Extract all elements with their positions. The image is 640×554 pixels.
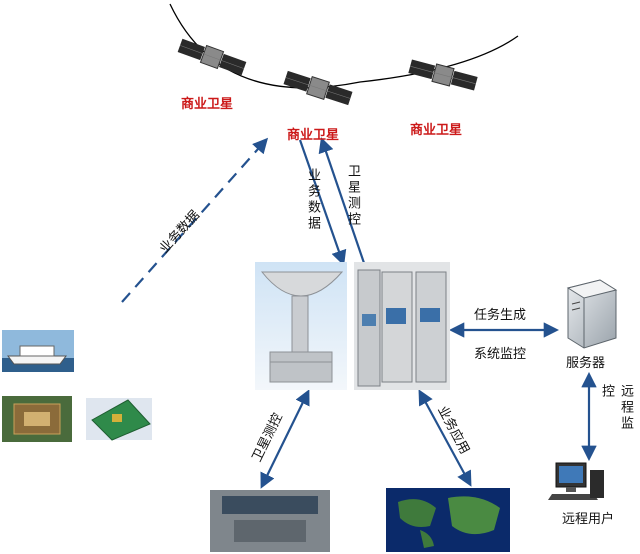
- workstation-icon: [548, 462, 604, 500]
- server-icon: [566, 279, 618, 349]
- business-data-vertical-label: 业务数据: [305, 168, 320, 232]
- satellite-label-center: 商业卫星: [287, 128, 340, 143]
- antenna-photo: [255, 262, 347, 390]
- control-room-photo: [210, 490, 330, 552]
- satellite-tmtc-vertical-label: 卫星测控: [345, 164, 360, 228]
- building-photo: [2, 396, 72, 442]
- uplink-arrow: [318, 137, 366, 264]
- remote-monitoring-label: 远程监控: [599, 384, 633, 432]
- satellite-label-right: 商业卫星: [410, 123, 463, 138]
- satellite-icon: [283, 70, 353, 106]
- satellite-icon: [177, 38, 247, 76]
- downlink-arrow: [298, 139, 347, 266]
- task-generation-label: 任务生成: [474, 308, 527, 323]
- application-arrow: [418, 389, 472, 487]
- satellite-icon: [408, 59, 478, 91]
- business-data-dashed-arrow: [121, 137, 269, 303]
- tmtc-down-arrow: [260, 389, 310, 489]
- system-monitoring-label: 系统监控: [474, 347, 527, 362]
- server-label: 服务器: [566, 356, 606, 371]
- ship-photo: [2, 330, 74, 372]
- rack-photo: [354, 262, 450, 390]
- satellite-label-left: 商业卫星: [181, 97, 234, 112]
- circuit-board-photo: [86, 398, 152, 441]
- world-map-photo: [386, 488, 510, 552]
- remote-user-label: 远程用户: [562, 512, 615, 527]
